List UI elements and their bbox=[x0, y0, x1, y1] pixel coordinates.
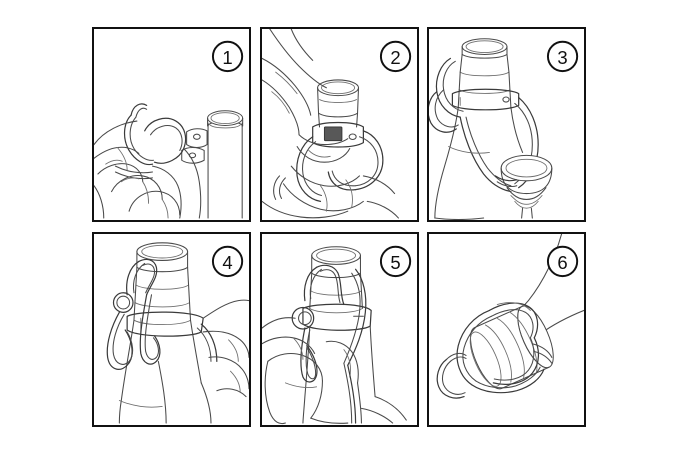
instruction-panel-2: 2 bbox=[259, 27, 419, 222]
panel-3-illustration: 3 bbox=[429, 38, 579, 220]
panel-5-illustration: 5 bbox=[262, 245, 411, 425]
step-number-5: 5 bbox=[390, 252, 400, 273]
panel-5-artwork bbox=[262, 246, 406, 424]
instruction-panel-6: 6 bbox=[427, 232, 586, 427]
step-number-1: 1 bbox=[222, 47, 232, 68]
step-number-3: 3 bbox=[557, 47, 567, 68]
panel-2-artwork bbox=[262, 29, 398, 218]
panel-3-artwork bbox=[429, 38, 553, 220]
instruction-panel-5: 5 bbox=[259, 232, 419, 427]
panel-5-step-badge: 5 bbox=[379, 245, 411, 278]
panel-grid: 1 bbox=[92, 27, 586, 427]
instruction-panel-3: 3 bbox=[427, 27, 586, 222]
panel-6-step-badge: 6 bbox=[546, 245, 579, 278]
panel-4-step-badge: 4 bbox=[211, 245, 244, 278]
panel-3-step-badge: 3 bbox=[546, 40, 579, 73]
step-number-2: 2 bbox=[390, 47, 400, 68]
panel-2-step-badge: 2 bbox=[379, 40, 411, 73]
panel-4-illustration: 4 bbox=[106, 242, 249, 425]
panel-6-illustration: 6 bbox=[436, 234, 584, 399]
step-number-4: 4 bbox=[222, 252, 232, 273]
panel-2-illustration: 2 bbox=[262, 29, 411, 220]
panel-6-artwork bbox=[436, 234, 584, 399]
step-number-6: 6 bbox=[557, 252, 567, 273]
instruction-panel-4: 4 bbox=[92, 232, 251, 427]
panel-1-step-badge: 1 bbox=[211, 40, 244, 73]
panel-1-artwork bbox=[94, 103, 244, 218]
panel-4-artwork bbox=[106, 242, 249, 423]
panel-1-illustration: 1 bbox=[94, 40, 244, 220]
instruction-panel-1: 1 bbox=[92, 27, 251, 222]
